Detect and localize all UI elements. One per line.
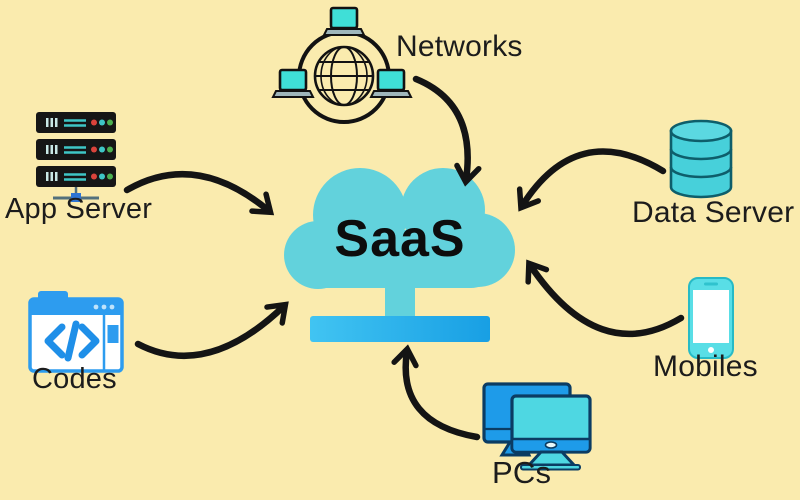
window-titlebar	[30, 299, 122, 315]
app-server-icon	[36, 112, 116, 202]
laptop-icon	[322, 6, 366, 36]
arrow-pcs-to-saas	[391, 344, 481, 441]
server-rack	[36, 112, 116, 187]
server-leds	[46, 118, 113, 181]
codes-icon	[28, 291, 124, 373]
data-server-label: Data Server	[632, 196, 795, 229]
globe-icon	[313, 45, 375, 107]
cloud-icon	[284, 168, 515, 325]
database-top	[669, 119, 733, 143]
cloud-platform	[310, 316, 490, 342]
pcs-icon	[482, 382, 592, 471]
data-server-icon	[669, 119, 733, 199]
arrow-data-server-to-saas	[516, 148, 667, 212]
arrow-mobiles-to-saas	[525, 259, 685, 338]
mobiles-icon	[688, 277, 734, 359]
front-monitor	[510, 394, 592, 471]
pcs-label: PCs	[492, 455, 552, 490]
server-stand	[53, 187, 99, 202]
monitor-button	[544, 441, 558, 449]
arrow-app-server-to-saas	[123, 170, 275, 216]
networks-icon	[271, 6, 413, 124]
saas-cloud-group	[284, 168, 515, 342]
phone-speaker	[704, 282, 718, 286]
laptop-icon	[369, 68, 413, 98]
arrow-codes-to-saas	[134, 301, 289, 359]
code-glyph	[44, 320, 100, 362]
arrow-networks-to-saas	[412, 75, 482, 187]
scrollbar-thumb	[107, 325, 119, 343]
app-server-label: App Server	[5, 193, 153, 225]
codes-label: Codes	[32, 363, 117, 395]
phone-screen	[693, 290, 729, 343]
laptop-icon	[271, 68, 315, 98]
phone-home-button	[708, 347, 714, 353]
mobiles-label: Mobiles	[653, 350, 758, 383]
titlebar-dots	[93, 304, 115, 310]
saas-title: SaaS	[334, 210, 466, 268]
networks-label: Networks	[396, 30, 523, 63]
database-body	[669, 129, 733, 199]
